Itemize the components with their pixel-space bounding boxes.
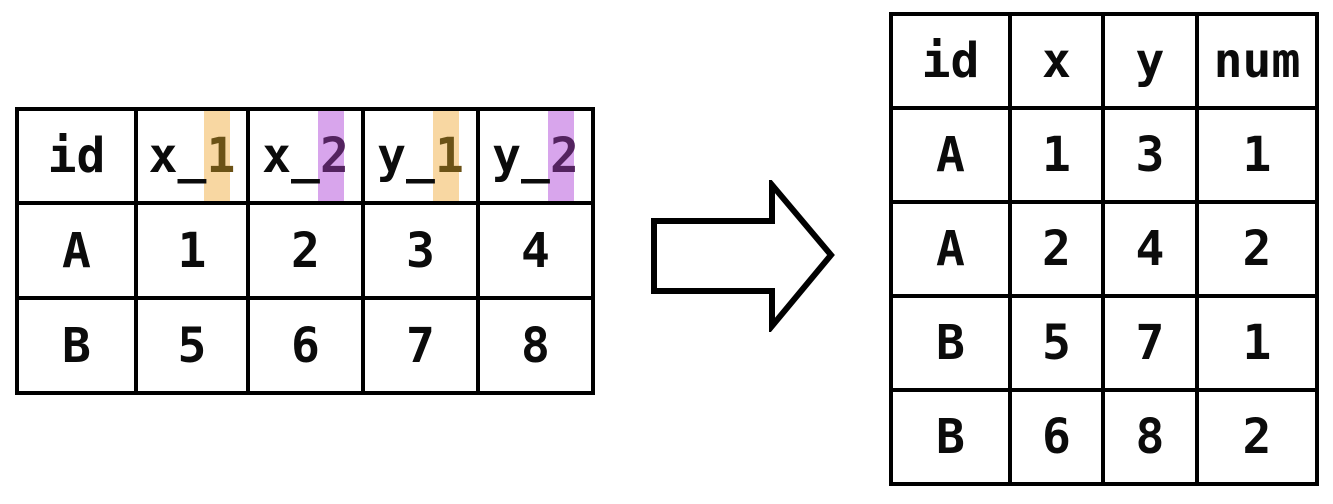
long-header-id: id	[889, 12, 1012, 110]
table-cell: 6	[246, 296, 365, 395]
table-row: B 5 7 1	[889, 294, 1319, 392]
table-cell: 2	[246, 201, 365, 300]
column-prefix: x_	[148, 128, 207, 184]
wide-header-y2: y_2	[476, 107, 595, 205]
table-row: A 1 2 3 4	[15, 201, 595, 300]
table-cell: 5	[1008, 294, 1105, 392]
column-label: y_2	[492, 128, 579, 184]
wide-header-id: id	[15, 107, 138, 205]
id-cell: A	[889, 106, 1012, 204]
table-cell: 8	[476, 296, 595, 395]
column-label: x_2	[262, 128, 349, 184]
id-cell: B	[889, 294, 1012, 392]
highlight-band	[432, 111, 459, 201]
table-cell: 7	[1101, 294, 1199, 392]
wide-table: id x_1 x_2 y_1 y_2 A 1 2 3 4	[15, 107, 595, 395]
table-row: A 1 3 1	[889, 106, 1319, 204]
table-row: A 2 4 2	[889, 200, 1319, 298]
highlight-band	[204, 111, 230, 201]
long-header-x: x	[1008, 12, 1105, 110]
table-cell: 1	[1008, 106, 1105, 204]
column-digit: 1	[206, 128, 236, 184]
wide-header-y1: y_1	[361, 107, 480, 205]
column-digit: 1	[434, 128, 464, 184]
wide-header-row: id x_1 x_2 y_1 y_2	[15, 107, 595, 205]
column-label: x	[1042, 33, 1071, 89]
id-cell: B	[889, 388, 1012, 486]
long-header-y: y	[1101, 12, 1199, 110]
long-header-num: num	[1195, 12, 1319, 110]
id-cell: A	[15, 201, 138, 300]
table-cell: 8	[1101, 388, 1199, 486]
highlight-band	[317, 111, 344, 201]
column-prefix: y_	[377, 128, 435, 184]
column-prefix: x_	[262, 128, 320, 184]
id-cell: B	[15, 296, 138, 395]
table-row: B 5 6 7 8	[15, 296, 595, 395]
column-digit: 2	[549, 128, 579, 184]
column-label: num	[1213, 33, 1301, 89]
table-cell: 7	[361, 296, 480, 395]
table-cell: 3	[1101, 106, 1199, 204]
table-cell: 4	[1101, 200, 1199, 298]
table-cell: 2	[1195, 388, 1319, 486]
table-row: B 6 8 2	[889, 388, 1319, 486]
long-header-row: id x y num	[889, 12, 1319, 110]
wide-header-x1: x_1	[134, 107, 250, 205]
table-cell: 1	[1195, 294, 1319, 392]
table-cell: 5	[134, 296, 250, 395]
column-label: y	[1135, 33, 1165, 89]
column-digit: 2	[319, 128, 349, 184]
long-table: id x y num A 1 3 1 A 2 4 2 B 5 7 1 B 6 8…	[889, 12, 1319, 486]
table-cell: 2	[1008, 200, 1105, 298]
table-cell: 1	[1195, 106, 1319, 204]
table-cell: 1	[134, 201, 250, 300]
transform-arrow-icon	[651, 180, 835, 332]
column-prefix: y_	[492, 128, 550, 184]
column-label: y_1	[377, 128, 464, 184]
column-label: id	[921, 33, 980, 89]
wide-header-x2: x_2	[246, 107, 365, 205]
table-cell: 2	[1195, 200, 1319, 298]
id-cell: A	[889, 200, 1012, 298]
column-label: x_1	[149, 128, 236, 184]
table-cell: 6	[1008, 388, 1105, 486]
column-label: id	[47, 128, 106, 184]
table-cell: 3	[361, 201, 480, 300]
highlight-band	[547, 111, 574, 201]
table-cell: 4	[476, 201, 595, 300]
